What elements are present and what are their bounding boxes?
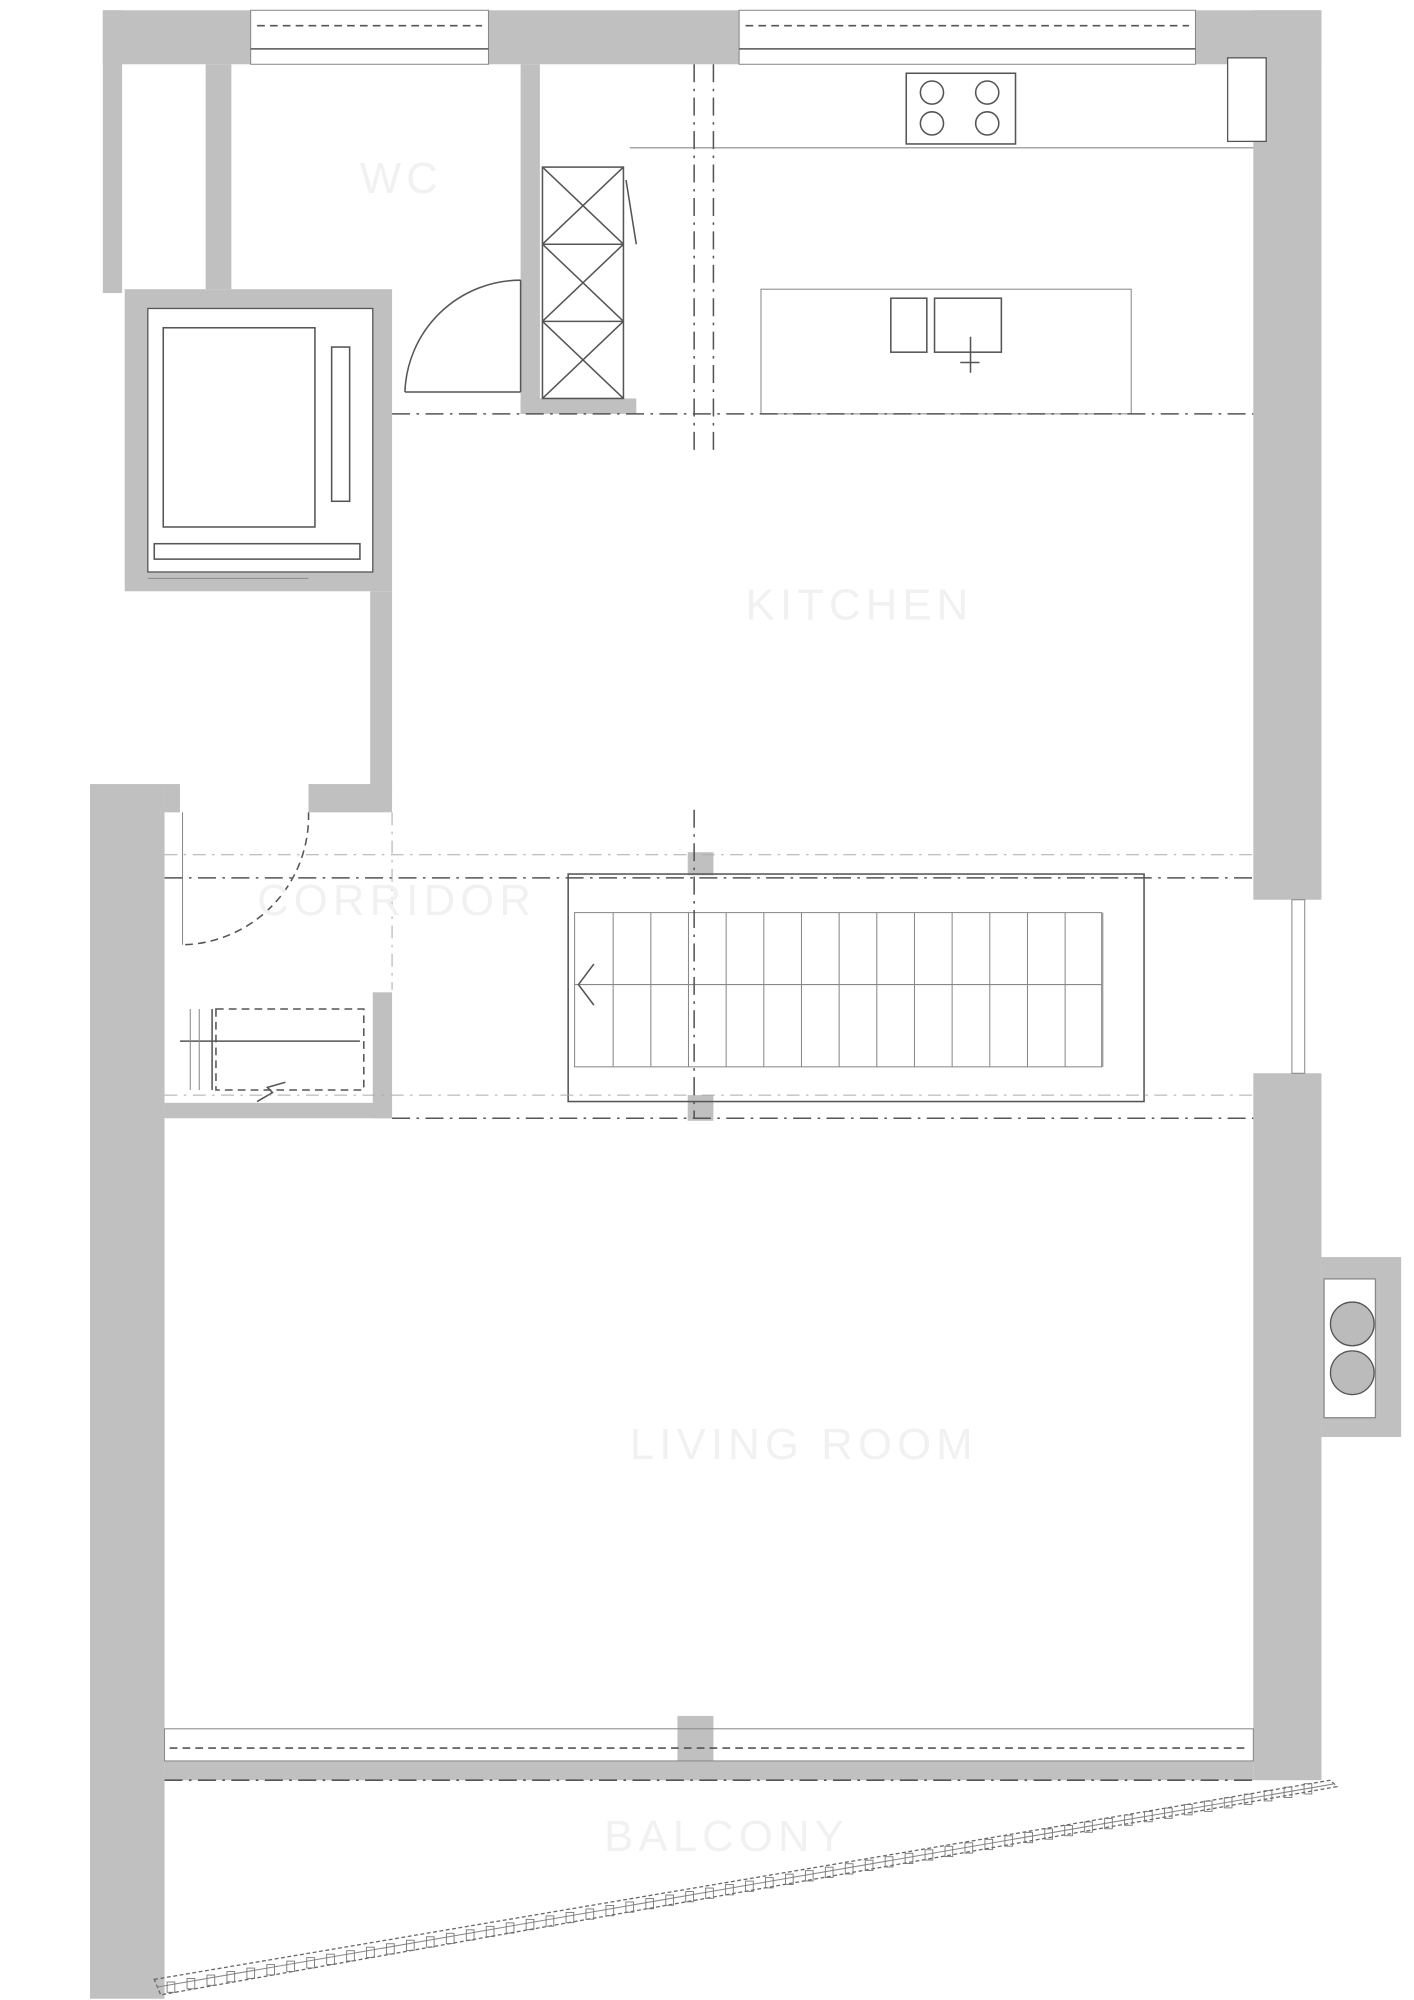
railing-post bbox=[206, 1974, 216, 1986]
railing-post bbox=[844, 1863, 854, 1875]
railing-post bbox=[406, 1939, 415, 1951]
railing-post bbox=[765, 1877, 774, 1889]
railing-post bbox=[545, 1915, 555, 1927]
railing-post bbox=[346, 1950, 355, 1962]
railing-post bbox=[665, 1894, 674, 1906]
room-label-corridor: CORRIDOR bbox=[257, 876, 536, 925]
railing-post bbox=[824, 1866, 834, 1878]
grid-lines bbox=[164, 64, 1254, 1781]
railing-post bbox=[984, 1838, 994, 1851]
railing-post bbox=[465, 1929, 475, 1941]
kitchen-island bbox=[760, 288, 1132, 415]
railing-post bbox=[186, 1978, 196, 1990]
elevator bbox=[147, 326, 361, 579]
railing-post bbox=[944, 1845, 954, 1858]
cooktop-icon bbox=[905, 72, 1017, 145]
railing-post bbox=[1303, 1783, 1313, 1795]
railing-post bbox=[1263, 1790, 1273, 1802]
railing-post bbox=[804, 1870, 814, 1882]
railing-post bbox=[685, 1891, 694, 1903]
railing-post bbox=[585, 1908, 595, 1920]
railing-post bbox=[166, 1981, 176, 1993]
storage bbox=[179, 1008, 365, 1103]
railing-post bbox=[1243, 1793, 1253, 1805]
flue-icon bbox=[1329, 1301, 1375, 1347]
railing-post bbox=[1283, 1786, 1293, 1798]
railing-post bbox=[884, 1856, 894, 1868]
railing-post bbox=[425, 1936, 435, 1948]
railing-post bbox=[1104, 1818, 1113, 1830]
railing-post bbox=[1163, 1807, 1173, 1819]
railing-post bbox=[645, 1898, 654, 1910]
sink-icon bbox=[890, 297, 928, 353]
railing-post bbox=[505, 1922, 515, 1934]
railing-post bbox=[1044, 1828, 1053, 1840]
railing-post bbox=[1203, 1800, 1213, 1812]
doors bbox=[182, 279, 522, 946]
railing-post bbox=[1144, 1811, 1153, 1823]
railing-post bbox=[924, 1849, 934, 1861]
windows bbox=[164, 9, 1306, 1762]
railing-post bbox=[286, 1960, 295, 1972]
room-label-balcony: BALCONY bbox=[604, 1812, 849, 1861]
walls bbox=[89, 10, 1402, 1999]
railing-post bbox=[485, 1925, 495, 1938]
railing-post bbox=[725, 1884, 734, 1896]
railing-post bbox=[605, 1905, 615, 1917]
railing-post bbox=[445, 1932, 455, 1945]
railing-post bbox=[1064, 1824, 1073, 1837]
railing-post bbox=[625, 1901, 635, 1913]
railing-post bbox=[705, 1887, 714, 1899]
railing-post bbox=[964, 1842, 974, 1854]
balcony-railing bbox=[153, 1779, 1339, 1996]
room-label-kitchen: KITCHEN bbox=[746, 581, 974, 630]
flue-icon bbox=[1329, 1350, 1375, 1396]
railing-post bbox=[366, 1946, 375, 1958]
railing-post bbox=[1183, 1804, 1193, 1816]
railing-post bbox=[266, 1964, 276, 1976]
railing-post bbox=[525, 1918, 535, 1931]
railing-post bbox=[326, 1953, 335, 1965]
railing-post bbox=[246, 1967, 256, 1979]
kitchen-fixtures bbox=[541, 72, 1254, 415]
railing-post bbox=[1124, 1814, 1133, 1826]
railing-post bbox=[226, 1971, 236, 1983]
railing-post bbox=[745, 1880, 754, 1892]
railing-post bbox=[904, 1852, 914, 1865]
railing-post bbox=[386, 1943, 395, 1955]
railing-post bbox=[1024, 1831, 1033, 1844]
room-label-living-room: LIVING ROOM bbox=[630, 1420, 978, 1469]
tall-cabinets bbox=[541, 166, 625, 400]
railing-post bbox=[1223, 1797, 1233, 1809]
railing-post bbox=[785, 1873, 794, 1885]
railing-post bbox=[565, 1911, 575, 1924]
railing-post bbox=[864, 1859, 874, 1871]
room-label-wc: WC bbox=[360, 154, 443, 203]
railing-post bbox=[1084, 1821, 1093, 1833]
railing-post bbox=[1004, 1835, 1014, 1847]
railing-post bbox=[306, 1957, 315, 1969]
staircase bbox=[567, 873, 1145, 1103]
